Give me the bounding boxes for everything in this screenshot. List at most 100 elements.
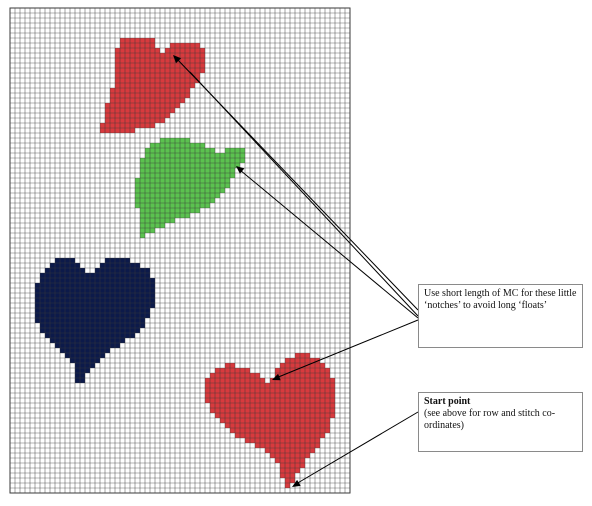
stitch-cell bbox=[105, 333, 110, 338]
stitch-cell bbox=[150, 198, 155, 203]
stitch-cell bbox=[120, 48, 125, 53]
stitch-cell bbox=[300, 418, 305, 423]
stitch-cell bbox=[240, 368, 245, 373]
stitch-cell bbox=[115, 53, 120, 58]
stitch-cell bbox=[165, 68, 170, 73]
stitch-cell bbox=[45, 283, 50, 288]
stitch-cell bbox=[215, 163, 220, 168]
stitch-cell bbox=[155, 148, 160, 153]
stitch-cell bbox=[80, 363, 85, 368]
stitch-cell bbox=[135, 198, 140, 203]
stitch-cell bbox=[325, 428, 330, 433]
stitch-cell bbox=[275, 403, 280, 408]
stitch-cell bbox=[190, 188, 195, 193]
stitch-cell bbox=[110, 338, 115, 343]
stitch-cell bbox=[220, 173, 225, 178]
stitch-cell bbox=[195, 193, 200, 198]
stitch-cell bbox=[150, 58, 155, 63]
stitch-cell bbox=[275, 418, 280, 423]
stitch-cell bbox=[145, 153, 150, 158]
stitch-cell bbox=[80, 308, 85, 313]
stitch-cell bbox=[65, 263, 70, 268]
stitch-cell bbox=[310, 413, 315, 418]
stitch-cell bbox=[180, 163, 185, 168]
stitch-cell bbox=[175, 183, 180, 188]
stitch-cell bbox=[135, 178, 140, 183]
stitch-cell bbox=[130, 308, 135, 313]
stitch-cell bbox=[120, 103, 125, 108]
stitch-cell bbox=[310, 438, 315, 443]
stitch-cell bbox=[55, 343, 60, 348]
stitch-cell bbox=[160, 83, 165, 88]
stitch-cell bbox=[130, 268, 135, 273]
pointer-line-to-start-point bbox=[295, 411, 419, 485]
stitch-cell bbox=[140, 303, 145, 308]
stitch-cell bbox=[290, 438, 295, 443]
stitch-cell bbox=[85, 303, 90, 308]
stitch-cell bbox=[290, 378, 295, 383]
stitch-cell bbox=[215, 383, 220, 388]
stitch-cell bbox=[140, 223, 145, 228]
stitch-cell bbox=[60, 313, 65, 318]
stitch-cell bbox=[55, 258, 60, 263]
stitch-cell bbox=[265, 388, 270, 393]
stitch-cell bbox=[155, 143, 160, 148]
stitch-cell bbox=[155, 198, 160, 203]
stitch-cell bbox=[100, 123, 105, 128]
stitch-cell bbox=[305, 413, 310, 418]
stitch-cell bbox=[115, 98, 120, 103]
stitch-cell bbox=[215, 398, 220, 403]
stitch-cell bbox=[110, 103, 115, 108]
stitch-cell bbox=[150, 223, 155, 228]
stitch-cell bbox=[320, 408, 325, 413]
stitch-cell bbox=[165, 88, 170, 93]
stitch-cell bbox=[240, 388, 245, 393]
stitch-cell bbox=[205, 388, 210, 393]
stitch-cell bbox=[280, 453, 285, 458]
stitch-cell bbox=[165, 113, 170, 118]
stitch-cell bbox=[200, 163, 205, 168]
stitch-cell bbox=[80, 293, 85, 298]
stitch-cell bbox=[100, 298, 105, 303]
stitch-cell bbox=[240, 403, 245, 408]
stitch-cell bbox=[230, 388, 235, 393]
stitch-cell bbox=[185, 148, 190, 153]
stitch-cell bbox=[135, 58, 140, 63]
stitch-cell bbox=[120, 98, 125, 103]
stitch-cell bbox=[300, 428, 305, 433]
stitch-cell bbox=[55, 333, 60, 338]
stitch-cell bbox=[195, 178, 200, 183]
stitch-cell bbox=[315, 423, 320, 428]
stitch-cell bbox=[150, 158, 155, 163]
stitch-cell bbox=[130, 313, 135, 318]
stitch-cell bbox=[280, 423, 285, 428]
stitch-cell bbox=[290, 468, 295, 473]
stitch-cell bbox=[35, 313, 40, 318]
stitch-cell bbox=[195, 163, 200, 168]
stitch-cell bbox=[270, 413, 275, 418]
stitch-cell bbox=[70, 338, 75, 343]
stitch-cell bbox=[60, 328, 65, 333]
stitch-cell bbox=[265, 428, 270, 433]
stitch-cell bbox=[200, 148, 205, 153]
stitch-cell bbox=[275, 458, 280, 463]
stitch-cell bbox=[300, 398, 305, 403]
stitch-cell bbox=[320, 428, 325, 433]
stitch-cell bbox=[260, 418, 265, 423]
stitch-cell bbox=[100, 343, 105, 348]
stitch-cell bbox=[130, 323, 135, 328]
stitch-cell bbox=[250, 413, 255, 418]
stitch-cell bbox=[305, 373, 310, 378]
stitch-cell bbox=[75, 328, 80, 333]
stitch-cell bbox=[160, 78, 165, 83]
stitch-cell bbox=[125, 273, 130, 278]
stitch-cell bbox=[255, 403, 260, 408]
stitch-cell bbox=[175, 63, 180, 68]
stitch-cell bbox=[155, 178, 160, 183]
stitch-cell bbox=[155, 73, 160, 78]
stitch-cell bbox=[90, 358, 95, 363]
stitch-cell bbox=[240, 418, 245, 423]
stitch-cell bbox=[300, 448, 305, 453]
stitch-cell bbox=[50, 263, 55, 268]
stitch-cell bbox=[90, 333, 95, 338]
